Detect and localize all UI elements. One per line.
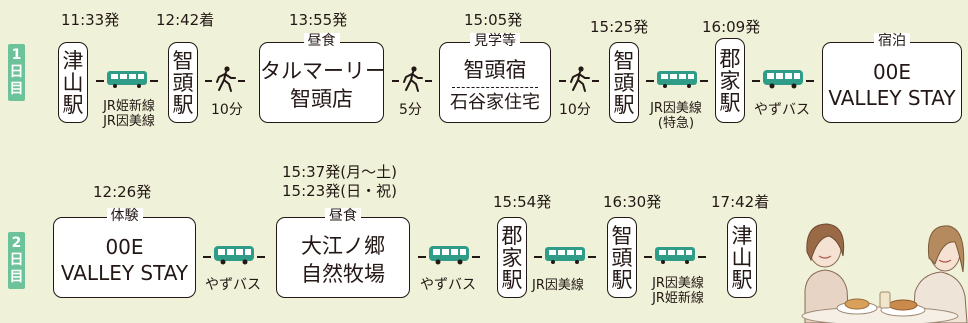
- train-icon: [107, 71, 147, 88]
- stop-name-line1: 00E: [105, 235, 144, 259]
- stop-name-line2: VALLEY STAY: [60, 261, 189, 285]
- connector-line: [96, 80, 104, 82]
- station-chizu: 智頭駅: [168, 42, 198, 123]
- connector-line: [238, 80, 245, 82]
- stop-lunch-talmary: 昼食 タルマーリー 智頭店: [259, 33, 386, 123]
- walk-icon: [403, 66, 423, 92]
- women-eating-illustration: [801, 223, 968, 323]
- connector-line: [806, 80, 814, 82]
- train-icon: [545, 247, 585, 264]
- connector-line: [203, 256, 211, 258]
- stop-name-line1: 智頭宿: [463, 58, 527, 82]
- leg-label-bus: やずバス: [205, 277, 261, 293]
- connector-line: [752, 80, 760, 82]
- leg-label-walk: 10分: [559, 102, 591, 118]
- stop-tag: 体験: [106, 208, 143, 225]
- stop-name-line1: 大江ノ郷: [301, 234, 385, 258]
- bus-icon: [214, 246, 254, 265]
- connector-line: [698, 256, 706, 258]
- time-tsuyama-arrival: 17:42着: [711, 193, 770, 211]
- stop-name-line2: 智頭店: [290, 87, 353, 111]
- time-lunch-departure-holiday: 15:23発(日・祝): [282, 182, 397, 200]
- stop-experience-valley-stay: 体験 00E VALLEY STAY: [53, 208, 196, 298]
- station-chizu: 智頭駅: [609, 42, 639, 123]
- connector-line: [646, 80, 654, 82]
- leg-label-bus: やずバス: [754, 102, 810, 118]
- time-chizu-departure: 16:30発: [603, 193, 662, 211]
- stop-stay-valley-stay: 宿泊 00E VALLEY STAY: [822, 33, 962, 123]
- stop-sightseeing-chizu-juku: 見学等 智頭宿 石谷家住宅: [439, 33, 551, 123]
- leg-label-walk: 10分: [211, 102, 243, 118]
- connector-line: [588, 256, 596, 258]
- stop-tag: 昼食: [303, 33, 340, 50]
- walk-icon: [216, 66, 236, 92]
- stop-name-line1: 00E: [872, 60, 912, 84]
- station-tsuyama: 津山駅: [58, 42, 88, 123]
- stop-name-line1: タルマーリー: [260, 59, 386, 83]
- connector-line: [392, 80, 399, 82]
- time-chizu-arrival: 12:42着: [156, 11, 215, 29]
- connector-line: [700, 80, 708, 82]
- time-sightseeing-departure: 15:05発: [464, 11, 523, 29]
- train-icon: [657, 71, 697, 88]
- time-lunch-departure: 13:55発: [289, 11, 348, 29]
- station-koge: 郡家駅: [497, 217, 527, 298]
- time-koge-departure: 16:09発: [702, 18, 761, 36]
- time-experience-departure: 12:26発: [93, 183, 152, 201]
- connector-line: [559, 80, 566, 82]
- stop-name-line2: 石谷家住宅: [450, 92, 540, 113]
- connector-line: [150, 80, 158, 82]
- dashed-divider: [452, 87, 538, 88]
- connector-line: [425, 80, 432, 82]
- connector-line: [418, 256, 426, 258]
- stop-tag: 昼食: [325, 208, 361, 225]
- leg-label-walk: 5分: [399, 102, 422, 118]
- connector-line: [534, 256, 542, 258]
- bus-icon: [763, 70, 803, 89]
- leg-label-train: JR因美線(特急): [650, 101, 702, 131]
- time-lunch-departure-weekday: 15:37発(月～土): [282, 163, 397, 181]
- stop-tag: 見学等: [470, 33, 520, 50]
- time-koge-departure: 15:54発: [493, 193, 552, 211]
- walk-icon: [570, 66, 590, 92]
- time-chizu-departure: 15:25発: [590, 18, 649, 36]
- station-tsuyama: 津山駅: [727, 217, 757, 298]
- bus-icon: [429, 246, 469, 265]
- connector-line: [205, 80, 212, 82]
- station-koge: 郡家駅: [715, 38, 745, 123]
- stop-tag: 宿泊: [874, 33, 910, 50]
- connector-line: [644, 256, 652, 258]
- stop-name-line2: VALLEY STAY: [828, 86, 956, 110]
- time-tsuyama-departure: 11:33発: [61, 11, 120, 29]
- leg-label-train: JR因美線: [532, 278, 584, 293]
- stop-name-line2: 自然牧場: [301, 262, 385, 286]
- connector-line: [592, 80, 599, 82]
- connector-line: [257, 256, 265, 258]
- stop-lunch-oenosato: 昼食 大江ノ郷 自然牧場: [276, 208, 410, 298]
- connector-line: [472, 256, 480, 258]
- leg-label-bus: やずバス: [420, 277, 476, 293]
- train-icon: [655, 247, 695, 264]
- station-chizu: 智頭駅: [607, 217, 637, 298]
